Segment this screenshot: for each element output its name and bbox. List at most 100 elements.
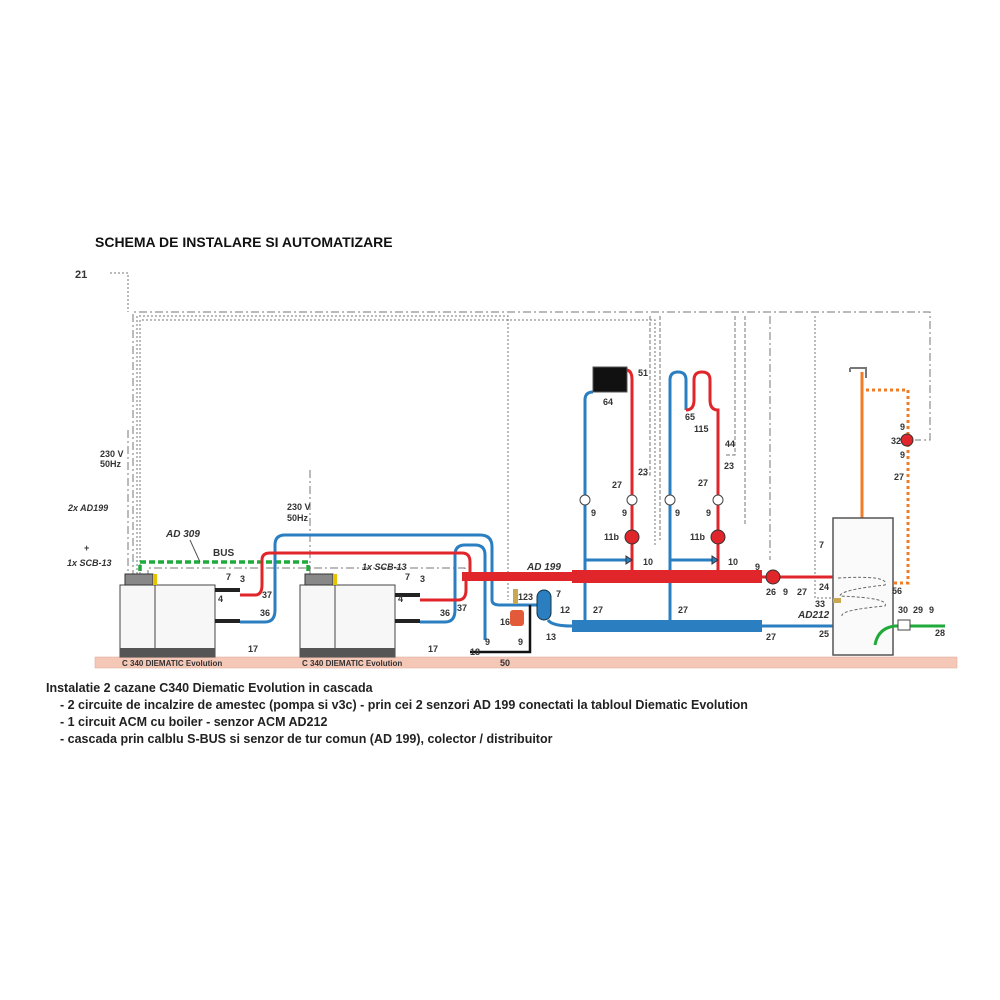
- label-freq: 50Hz: [287, 513, 309, 523]
- label-n37: 37: [262, 590, 272, 600]
- label-n21: 21: [75, 269, 87, 281]
- label-n7: 7: [556, 589, 561, 599]
- hydraulic-separator: [536, 589, 552, 621]
- radiator-icon: [592, 366, 628, 393]
- label-n9: 9: [622, 508, 627, 518]
- expansion-vessel: [510, 610, 524, 626]
- label-freq: 50Hz: [100, 459, 122, 469]
- label-n9: 9: [755, 562, 760, 572]
- label-n37: 37: [457, 603, 467, 613]
- label-bus: BUS: [213, 548, 234, 559]
- label-n3: 3: [420, 574, 425, 584]
- label-n65: 65: [685, 412, 695, 422]
- label-n4: 4: [398, 594, 403, 604]
- label-n27: 27: [612, 480, 622, 490]
- supply-line: [462, 572, 574, 581]
- note-line: - 1 circuit ACM cu boiler - senzor ACM A…: [60, 715, 328, 729]
- label-n44: 44: [725, 439, 735, 449]
- valve-30: [897, 619, 911, 631]
- label-n23: 23: [638, 467, 648, 477]
- label-n9: 9: [518, 637, 523, 647]
- label-n27: 27: [894, 472, 904, 482]
- label-sensors-kit: 2x AD199: [67, 503, 108, 513]
- label-plus: +: [84, 543, 89, 553]
- control-wiring: [110, 272, 931, 600]
- label-ad309: AD 309: [165, 529, 200, 540]
- label-n26: 26: [766, 587, 776, 597]
- label-n7: 7: [405, 572, 410, 582]
- label-scb1: 1x SCB-13: [67, 558, 112, 568]
- label-n24: 24: [819, 582, 829, 592]
- label-n50: 50: [500, 658, 510, 668]
- boiler-1: [119, 573, 240, 658]
- label-n64: 64: [603, 397, 613, 407]
- floor-strip: [94, 656, 958, 669]
- tap-icon: [849, 367, 867, 378]
- return-pipes: [240, 370, 833, 640]
- label-n27: 27: [797, 587, 807, 597]
- label-power: 230 V: [100, 449, 124, 459]
- label-n30: 30: [898, 605, 908, 615]
- label-n13: 13: [546, 632, 556, 642]
- pumps: [624, 433, 914, 585]
- note-line: - 2 circuite de incalzire de amestec (po…: [60, 698, 748, 712]
- label-n4: 4: [218, 594, 223, 604]
- label-n51: 51: [638, 368, 648, 378]
- label-n9: 9: [485, 637, 490, 647]
- ad212-sensor: [833, 598, 841, 603]
- label-n10: 10: [728, 557, 738, 567]
- label-n29: 29: [913, 605, 923, 615]
- label-n25: 25: [819, 629, 829, 639]
- notes-heading: Instalatie 2 cazane C340 Diematic Evolut…: [46, 681, 373, 695]
- label-n9: 9: [675, 508, 680, 518]
- callout-labels: C 340 DIEMATIC Evolution C 340 DIEMATIC E…: [67, 269, 945, 668]
- ad199-sensor: [513, 589, 518, 604]
- dhw-recirculation: [866, 388, 910, 585]
- boiler-2: [299, 573, 420, 658]
- label-n9: 9: [900, 422, 905, 432]
- note-line: - cascada prin calblu S-BUS si senzor de…: [60, 732, 553, 746]
- label-n18: 18: [470, 647, 480, 657]
- label-n32: 32: [891, 436, 901, 446]
- label-n56: 56: [892, 586, 902, 596]
- return-header: [572, 620, 762, 632]
- label-n27: 27: [593, 605, 603, 615]
- label-boiler-name: C 340 DIEMATIC Evolution: [302, 659, 402, 668]
- label-n3: 3: [240, 574, 245, 584]
- label-n27: 27: [678, 605, 688, 615]
- tank-coil: [837, 576, 886, 617]
- cold-water-pipe: [873, 624, 945, 646]
- label-n33: 33: [815, 599, 825, 609]
- label-n28: 28: [935, 628, 945, 638]
- label-power: 230 V: [287, 502, 311, 512]
- label-n11b: 11b: [604, 532, 620, 542]
- label-n115: 115: [694, 424, 709, 434]
- label-n10: 10: [643, 557, 653, 567]
- supply-header: [572, 570, 762, 583]
- fill-line: [470, 605, 532, 654]
- ad309-leader: [189, 539, 201, 563]
- label-n27: 27: [698, 478, 708, 488]
- gauges: [579, 494, 724, 506]
- label-n36: 36: [440, 608, 450, 618]
- label-n9: 9: [900, 450, 905, 460]
- label-ad199: AD 199: [526, 562, 561, 573]
- label-n9: 9: [783, 587, 788, 597]
- label-boiler-name: C 340 DIEMATIC Evolution: [122, 659, 222, 668]
- label-n7: 7: [819, 540, 824, 550]
- label-n123: 123: [518, 592, 533, 602]
- hot-water-tank: [832, 517, 894, 656]
- label-n36: 36: [260, 608, 270, 618]
- mixing-valves: [625, 555, 719, 565]
- bus-cable: [138, 560, 310, 580]
- label-n16: 16: [500, 617, 510, 627]
- label-n11b: 11b: [690, 532, 706, 542]
- label-n12: 12: [560, 605, 570, 615]
- label-n17: 17: [248, 644, 258, 654]
- label-n17: 17: [428, 644, 438, 654]
- label-ad212: AD212: [797, 610, 830, 621]
- label-scb2: 1x SCB-13: [362, 562, 407, 572]
- label-n9: 9: [929, 605, 934, 615]
- label-n27: 27: [766, 632, 776, 642]
